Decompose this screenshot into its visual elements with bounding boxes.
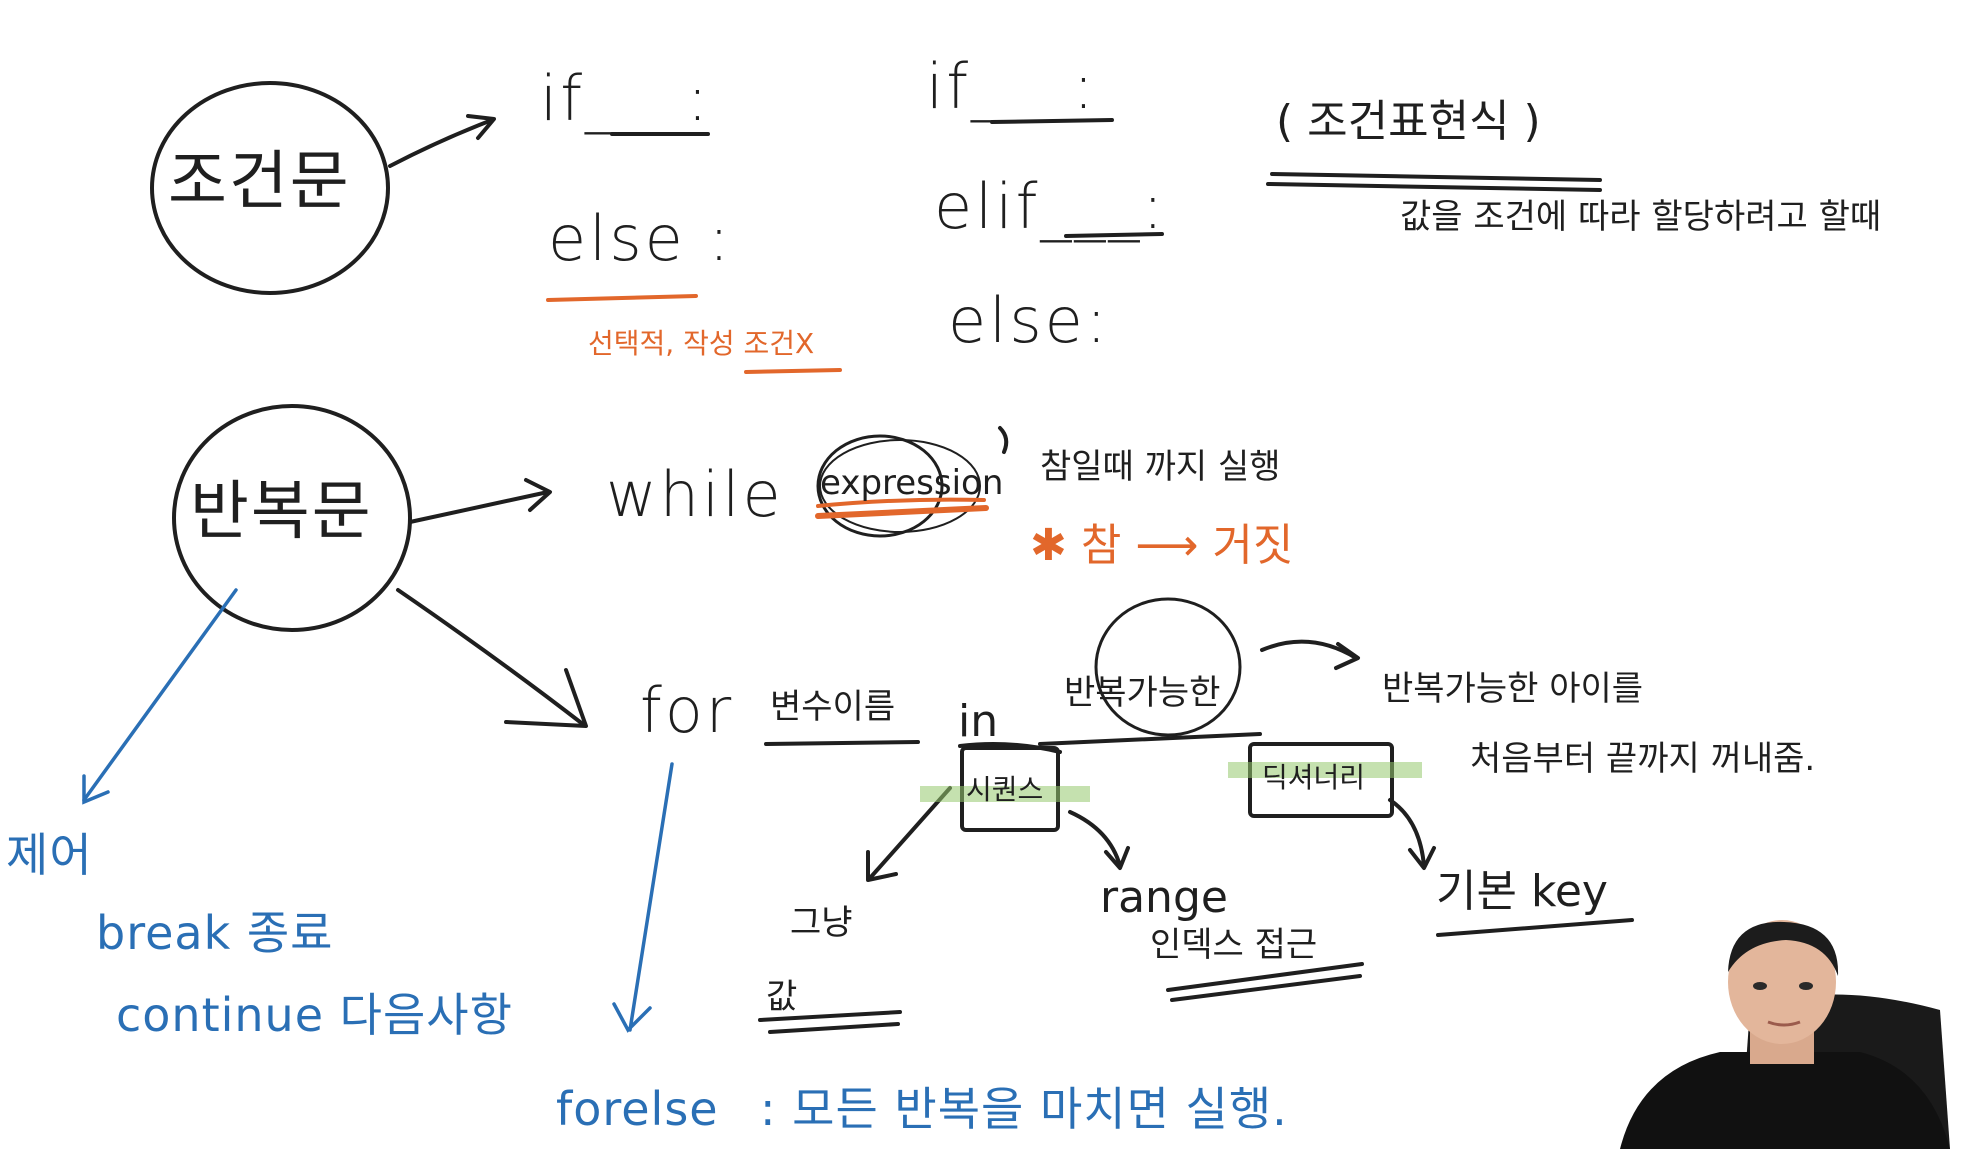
in-keyword: in: [958, 696, 999, 747]
loop-title: 반복문: [190, 475, 373, 549]
just-label: 그냥: [790, 903, 853, 943]
expression-label: expression: [820, 463, 1004, 503]
iterable-circle: [1094, 597, 1242, 737]
control-title: 제어: [6, 828, 93, 882]
iterable-note-1: 반복가능한 아이를: [1382, 669, 1644, 709]
value-label: 값: [766, 977, 798, 1017]
index-access: 인덱스 접근: [1150, 925, 1318, 965]
ternary-label: ( 조건표현식 ): [1276, 96, 1541, 147]
range-label: range: [1100, 872, 1228, 923]
arrow-icon: [396, 588, 586, 727]
iterable: 반복가능한: [1064, 673, 1221, 713]
dictionary-label: 딕셔너리: [1262, 761, 1366, 794]
sequence-label: 시퀀스: [966, 773, 1044, 806]
basic-key: 기본 key: [1436, 866, 1608, 917]
ternary-note: 값을 조건에 따라 할당하려고 할때: [1400, 197, 1882, 237]
elif: elif___:: [934, 170, 1167, 243]
forelse-keyword: forelse: [556, 1082, 719, 1136]
arrow-icon: [408, 490, 550, 524]
arrow-icon: [628, 762, 674, 1032]
arrow-icon: [82, 588, 238, 802]
if-simple: if___:: [540, 62, 711, 135]
control-break: break 종료: [96, 906, 334, 960]
arrow-icon: [868, 786, 952, 880]
else-chain: else:: [948, 284, 1110, 357]
optional-note: 선택적, 작성 조건X: [588, 327, 815, 360]
loop-circle: [172, 404, 412, 632]
else-simple: else :: [548, 202, 733, 275]
iterable-note-2: 처음부터 끝까지 꺼내줌.: [1470, 739, 1816, 779]
if-chain: if___:: [926, 50, 1097, 123]
while-keyword: while: [606, 458, 784, 531]
for-keyword: for: [640, 674, 735, 747]
presenter-webcam: [1600, 920, 1972, 1149]
arrow-icon: [1388, 798, 1426, 868]
sequence-highlight: [920, 786, 1090, 802]
conditional-circle: [150, 81, 390, 295]
forelse-note: : 모든 반복을 마치면 실행.: [760, 1082, 1288, 1136]
arrow-icon: [1068, 810, 1122, 868]
conditional-title: 조건문: [168, 145, 351, 219]
arrow-icon: [388, 118, 494, 168]
control-continue: continue 다음사항: [116, 988, 513, 1042]
true-false: ✱ 참 ⟶ 거짓: [1030, 520, 1294, 571]
dictionary-highlight: [1228, 762, 1422, 778]
var-name: 변수이름: [770, 687, 896, 727]
arrow-icon: [1260, 639, 1358, 660]
while-note: 참일때 까지 실행: [1040, 447, 1281, 487]
dictionary-box: [1248, 742, 1394, 818]
